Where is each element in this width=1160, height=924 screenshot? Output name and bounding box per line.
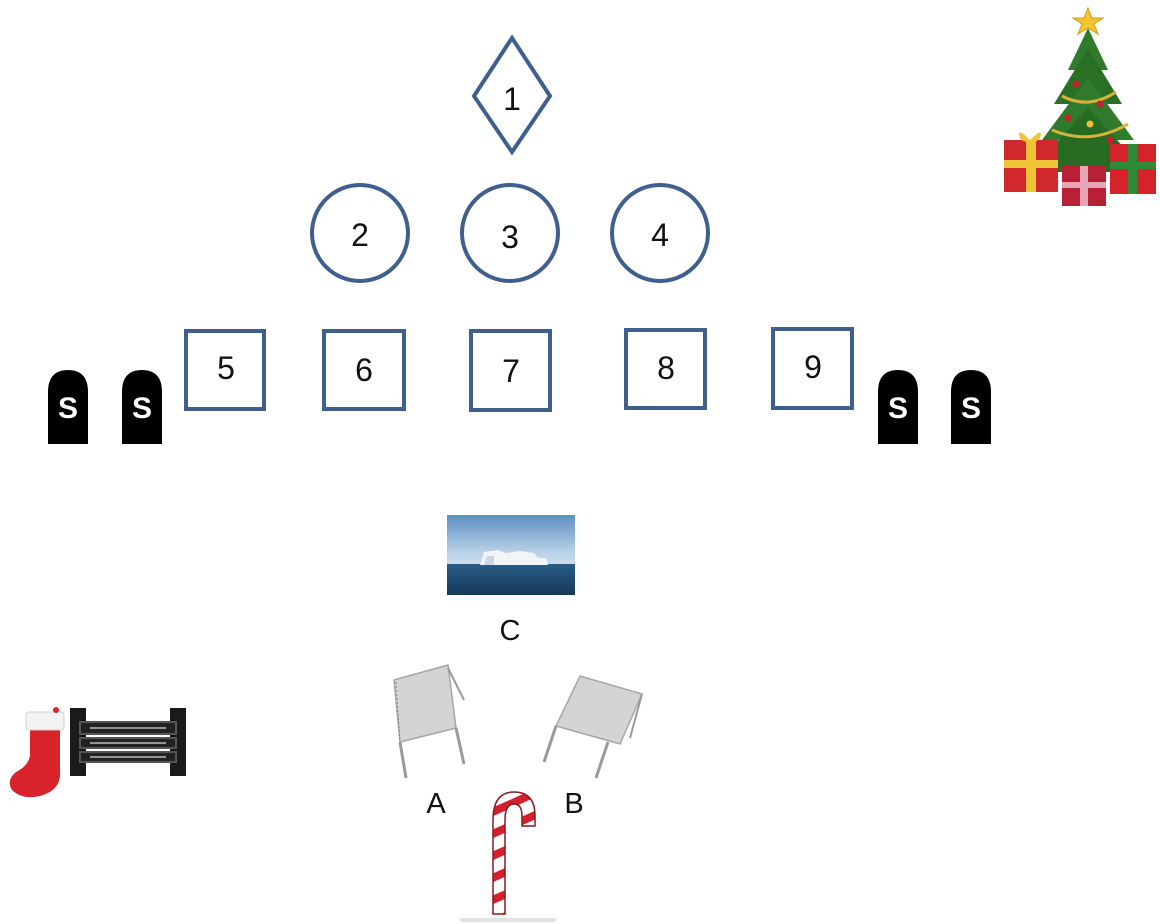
chair-a-icon bbox=[393, 664, 466, 779]
position-2-circle: 2 bbox=[310, 183, 410, 283]
position-5-label: 5 bbox=[217, 350, 235, 386]
iceberg-label: C bbox=[500, 615, 521, 647]
s-sign-letter: S bbox=[961, 392, 981, 425]
position-6-square: 6 bbox=[322, 329, 406, 411]
position-1-diamond: 1 bbox=[471, 34, 553, 156]
position-5-square: 5 bbox=[184, 329, 266, 411]
s-sign-icon: S bbox=[48, 370, 88, 444]
position-9-label: 9 bbox=[804, 349, 822, 385]
position-8-label: 8 bbox=[657, 350, 675, 386]
chair-a-label: A bbox=[426, 788, 446, 820]
position-4-label: 4 bbox=[651, 217, 669, 253]
position-6-label: 6 bbox=[355, 352, 373, 388]
position-8-square: 8 bbox=[624, 328, 707, 410]
position-2-label: 2 bbox=[351, 217, 369, 253]
position-3-label: 3 bbox=[501, 219, 519, 255]
position-7-label: 7 bbox=[502, 353, 520, 389]
position-7-square: 7 bbox=[469, 329, 552, 412]
christmas-tree-icon bbox=[1004, 6, 1156, 206]
s-sign-icon: S bbox=[122, 370, 162, 444]
s-sign-icon: S bbox=[951, 370, 991, 444]
stocking-icon bbox=[9, 707, 65, 798]
position-4-circle: 4 bbox=[610, 183, 710, 283]
s-sign-letter: S bbox=[888, 392, 908, 425]
position-1-label: 1 bbox=[503, 81, 521, 117]
position-3-circle: 3 bbox=[460, 183, 560, 283]
chair-b-icon bbox=[542, 675, 644, 779]
fence-icon bbox=[70, 708, 186, 776]
position-9-square: 9 bbox=[771, 327, 854, 410]
chair-b-label: B bbox=[564, 788, 583, 820]
s-sign-icon: S bbox=[878, 370, 918, 444]
s-sign-letter: S bbox=[58, 392, 78, 425]
candy-cane-icon bbox=[460, 791, 556, 922]
s-sign-letter: S bbox=[132, 392, 152, 425]
iceberg-photo bbox=[447, 515, 575, 595]
